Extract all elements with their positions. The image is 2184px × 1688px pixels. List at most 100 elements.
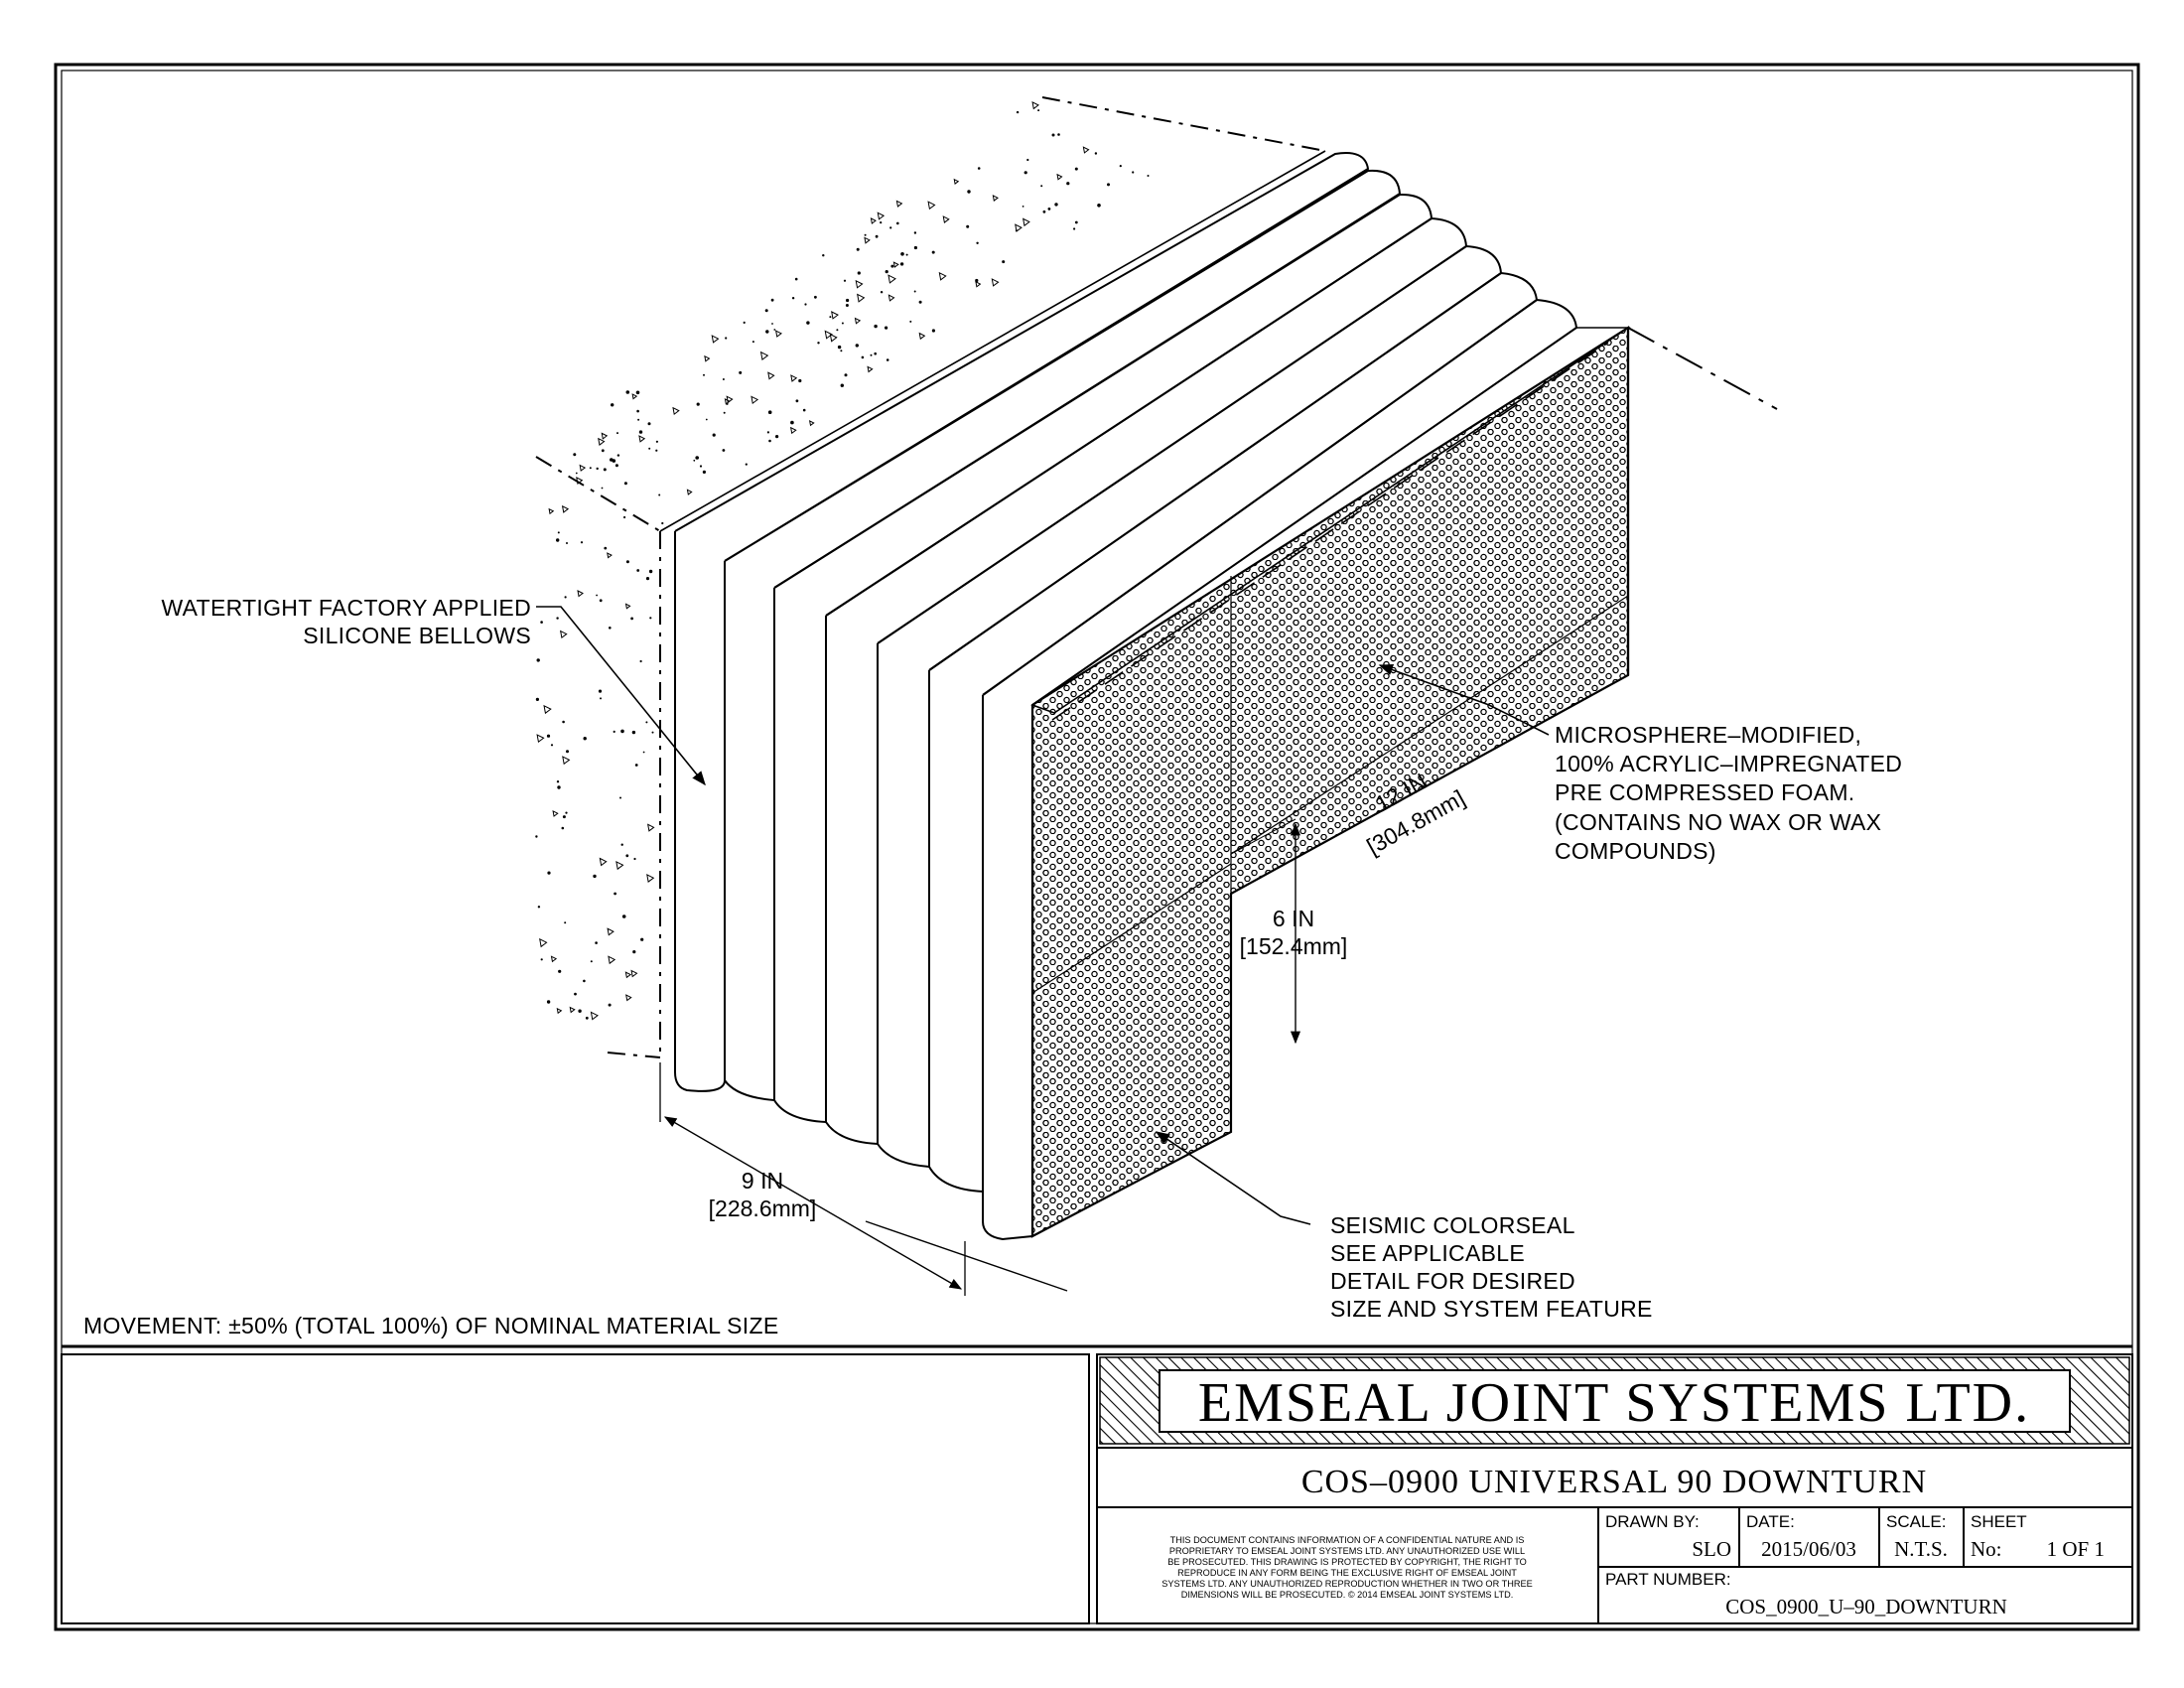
aggregate-mark [646, 874, 655, 883]
speckle-dot [550, 744, 554, 747]
speckle-dot [798, 378, 802, 383]
speckle-dot [630, 617, 633, 621]
aggregate-mark [607, 552, 613, 559]
speckle-dot [648, 569, 653, 574]
speckle-dot [546, 1000, 551, 1004]
aggregate-mark [867, 365, 874, 373]
speckle-dot [837, 345, 842, 350]
aggregate-mark [726, 395, 734, 404]
speckle-dot [621, 914, 626, 918]
aggregate-mark [598, 437, 606, 446]
speckle-dot [768, 439, 771, 443]
aggregate-mark [1031, 101, 1039, 110]
speckle-dot [645, 577, 650, 581]
speckle-dot [1066, 182, 1070, 186]
aggregate-mark [774, 330, 782, 338]
speckle-dot [593, 874, 597, 879]
aggregate-mark [855, 279, 864, 289]
speckle-dot [557, 785, 561, 789]
speckle-dot [1002, 260, 1006, 264]
speckle-dot [765, 330, 769, 334]
aggregate-mark [536, 734, 545, 744]
aggregate-mark [624, 971, 632, 979]
sheet-label: SHEET [1971, 1512, 2027, 1531]
speckle-dot [751, 341, 754, 344]
speckle-dot [536, 658, 540, 662]
speckle-dot [977, 167, 981, 170]
speckle-dot [723, 411, 726, 414]
speckle-dot [840, 350, 843, 352]
speckle-dot [540, 621, 543, 624]
speckle-dot [547, 871, 551, 875]
aggregate-mark [562, 756, 571, 766]
aggregate-mark [1015, 223, 1023, 232]
aggregate-mark [608, 955, 616, 965]
speckle-dot [764, 309, 768, 313]
speckle-dot [613, 730, 615, 734]
aggregate-mark [864, 236, 871, 244]
speckle-dot [637, 418, 640, 421]
speckle-dot [836, 329, 839, 332]
speckle-dot [614, 464, 618, 468]
aggregate-mark [548, 507, 555, 515]
speckle-dot [725, 337, 728, 340]
speckle-dot [625, 560, 629, 564]
speckle-dot [814, 295, 817, 299]
speckle-dot [1107, 183, 1110, 187]
dim-width-mm: [228.6mm] [709, 1196, 817, 1221]
speckle-dot [596, 594, 598, 597]
aggregate-mark [829, 333, 838, 343]
speckle-dot [598, 689, 603, 693]
speckle-dot [634, 764, 638, 767]
aggregate-mark [887, 274, 896, 284]
speckle-dot [603, 468, 607, 472]
speckle-dot [558, 969, 562, 973]
speckle-dot [773, 329, 776, 331]
speckle-dot [620, 729, 624, 734]
sheet-no-label: No: [1971, 1537, 2002, 1561]
speckle-dot [635, 390, 640, 395]
disclaimer-line2: PROPRIETARY TO EMSEAL JOINT SYSTEMS LTD.… [1169, 1546, 1525, 1556]
disclaimer-line5: SYSTEMS LTD. ANY UNAUTHORIZED REPRODUCTI… [1161, 1579, 1532, 1589]
colorseal-label-line3: DETAIL FOR DESIRED [1330, 1268, 1575, 1294]
aggregate-mark [607, 927, 614, 936]
speckle-dot [546, 734, 551, 738]
speckle-dot [703, 373, 705, 376]
aggregate-mark [751, 395, 759, 405]
aggregate-mark [927, 201, 936, 211]
dim-height-in: 6 IN [1273, 906, 1314, 931]
bellows-label-line2: SILICONE BELLOWS [303, 623, 531, 648]
dim-width-in: 9 IN [742, 1168, 783, 1194]
speckle-dot [599, 599, 603, 603]
date-label: DATE: [1746, 1512, 1795, 1531]
speckle-dot [610, 458, 614, 462]
speckle-dot [745, 463, 748, 466]
aggregate-mark [759, 351, 769, 360]
speckle-dot [791, 297, 795, 300]
speckle-dot [636, 569, 640, 572]
aggregate-mark [938, 271, 947, 281]
drawn-by-label: DRAWN BY: [1605, 1512, 1700, 1531]
speckle-dot [841, 322, 844, 325]
dimension-width: 9 IN [228.6mm] [659, 1062, 1068, 1296]
speckle-dot [913, 290, 916, 293]
speckle-dot [535, 697, 540, 702]
speckle-dot [620, 843, 623, 846]
speckle-dot [601, 487, 604, 490]
aggregate-mark [870, 217, 877, 224]
dim-height-mm: [152.4mm] [1240, 933, 1348, 959]
speckle-dot [795, 399, 799, 403]
aggregate-mark [577, 590, 584, 598]
speckle-dot [844, 373, 848, 377]
speckle-dot [909, 320, 912, 323]
aggregate-mark [991, 278, 1000, 287]
speckle-dot [614, 892, 616, 896]
speckle-dot [846, 298, 850, 303]
aggregate-mark [1056, 173, 1063, 181]
company-name: EMSEAL JOINT SYSTEMS LTD. [1198, 1372, 2030, 1434]
speckle-dot [1074, 167, 1078, 171]
aggregate-mark [579, 464, 587, 472]
speckle-dot [880, 221, 883, 224]
speckle-dot [638, 430, 643, 434]
